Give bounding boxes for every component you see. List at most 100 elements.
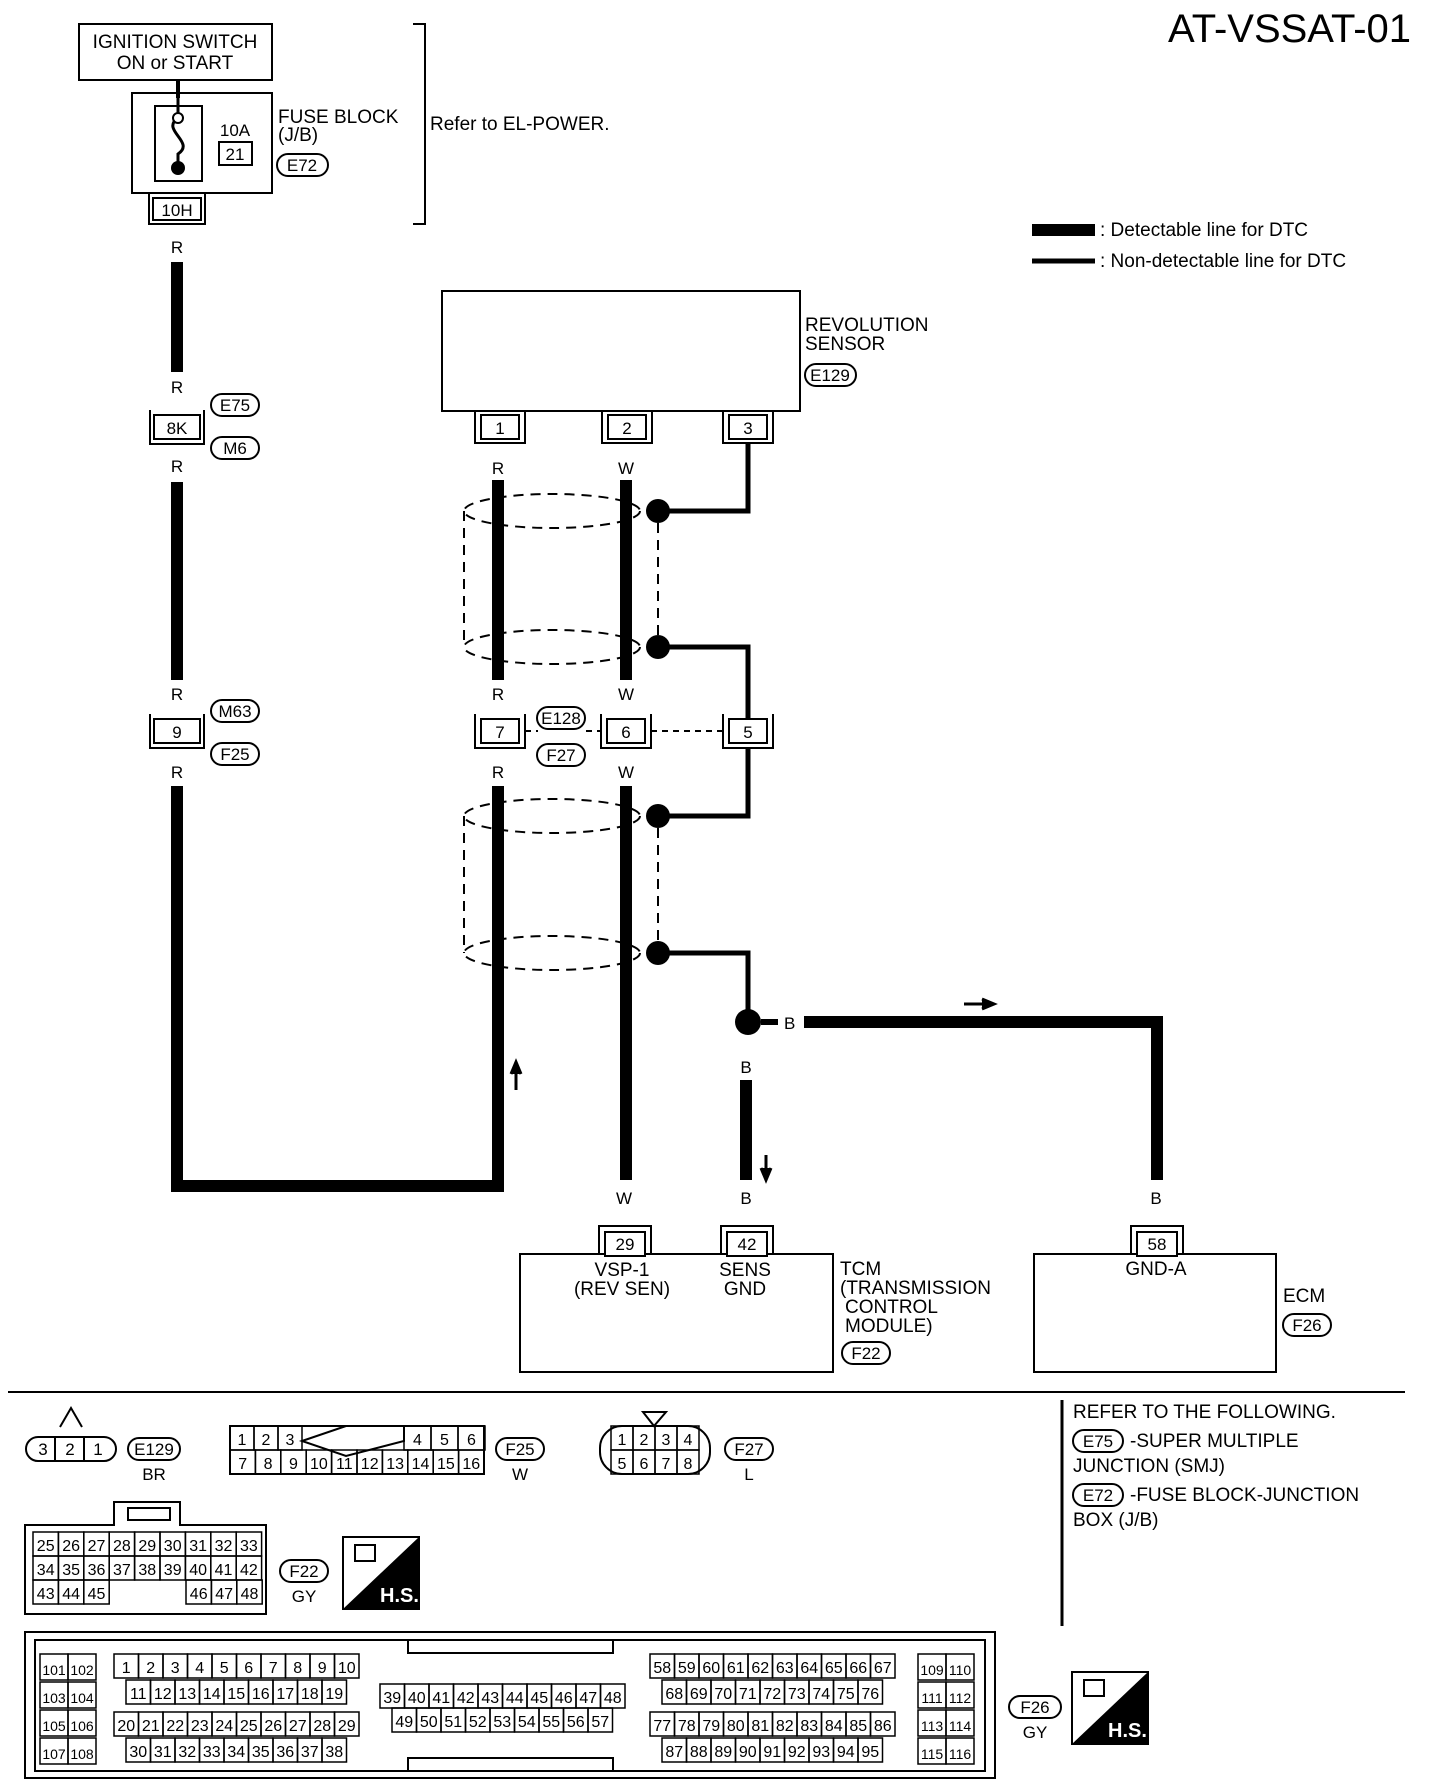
hs-badge: H.S. xyxy=(342,1536,420,1610)
junction-pin-7: 7 xyxy=(495,723,504,742)
connector-pin-label: 45 xyxy=(88,1586,106,1603)
connector-pin-label: 17 xyxy=(276,1686,294,1703)
fuse-block: 10A 21 FUSE BLOCK (J/B) E72 10H xyxy=(131,92,399,225)
fuse-block-jb: (J/B) xyxy=(278,125,318,146)
connector-pin-label: 25 xyxy=(240,1718,258,1735)
connector-pin-label: 44 xyxy=(506,1690,524,1707)
connector-pin-cell xyxy=(945,1681,975,1709)
connector-pin-label: 12 xyxy=(361,1456,379,1473)
connector-pin-label: 89 xyxy=(714,1744,732,1761)
sensor-pin-3: 3 xyxy=(743,419,752,438)
connector-pin-label: 103 xyxy=(42,1690,66,1706)
e129-pin-1: 1 xyxy=(93,1440,102,1459)
connector-pin-label: 109 xyxy=(920,1662,944,1678)
connector-pin-label: 42 xyxy=(240,1562,258,1579)
wire-color-r: R xyxy=(492,763,504,782)
hs-connector-icon xyxy=(354,1544,376,1562)
legend-detectable: : Detectable line for DTC xyxy=(1100,220,1308,241)
wire-color-r: R xyxy=(171,763,183,782)
connector-pin-label: 32 xyxy=(178,1744,196,1761)
e129-color: BR xyxy=(142,1465,166,1484)
connector-pin-label: 69 xyxy=(690,1686,708,1703)
connector-pin-label: 28 xyxy=(313,1718,331,1735)
ignition-switch: IGNITION SWITCH ON or START xyxy=(78,23,273,81)
conn-code-m6: M6 xyxy=(223,439,247,458)
connector-pin-label: 45 xyxy=(530,1690,548,1707)
connector-pin-label: 106 xyxy=(70,1718,94,1734)
ignition-line1: IGNITION SWITCH xyxy=(93,32,258,53)
tcm-pin-29: 29 xyxy=(616,1235,635,1254)
connector-pin-label: 25 xyxy=(37,1538,55,1555)
tcm-pin-42-sub: GND xyxy=(724,1279,766,1300)
connector-pin-label: 102 xyxy=(70,1662,94,1678)
connector-pin-label: 30 xyxy=(129,1744,147,1761)
connector-pin-label: 86 xyxy=(874,1718,892,1735)
connector-pin-label: 26 xyxy=(264,1718,282,1735)
connector-pin-label: 20 xyxy=(117,1718,135,1735)
rev-sensor-label1: REVOLUTION xyxy=(805,315,929,336)
connector-pin-cell xyxy=(67,1737,97,1765)
connector-pin-label: 94 xyxy=(837,1744,855,1761)
ecm-pin-58: 58 xyxy=(1148,1235,1167,1254)
connector-pin-label: 49 xyxy=(395,1714,413,1731)
wire-color-w: W xyxy=(618,459,634,478)
connector-pin-label: 1 xyxy=(618,1432,627,1449)
connector-pin-label: 90 xyxy=(739,1744,757,1761)
sensor-pin-2: 2 xyxy=(622,419,631,438)
connector-pin-label: 40 xyxy=(408,1690,426,1707)
f25-color: W xyxy=(512,1465,528,1484)
connector-pin-cell xyxy=(321,1737,348,1763)
wire-color-r: R xyxy=(171,238,183,257)
connector-pin-cell xyxy=(945,1653,975,1681)
connector-pin-label: 68 xyxy=(665,1686,683,1703)
wire-color-r: R xyxy=(171,378,183,397)
refer-note: REFER TO THE FOLLOWING. E75 -SUPER MULTI… xyxy=(1072,1402,1359,1531)
connector-pin-label: 41 xyxy=(215,1562,233,1579)
f22-color: GY xyxy=(292,1587,317,1606)
connector-pin-label: 81 xyxy=(751,1718,769,1735)
connector-pin-label: 67 xyxy=(874,1660,892,1677)
connector-pin-label: 28 xyxy=(113,1538,131,1555)
connector-pin-label: 114 xyxy=(949,1718,972,1734)
connector-pin-label: 8 xyxy=(293,1660,302,1677)
rev-sensor-label2: SENSOR xyxy=(805,334,885,355)
connector-pin-label: 4 xyxy=(195,1660,204,1677)
connector-pin-label: 5 xyxy=(220,1660,229,1677)
e129-pin-2: 2 xyxy=(65,1440,74,1459)
conn-code-m63: M63 xyxy=(218,702,251,721)
connector-pin-cell xyxy=(321,1679,348,1705)
connector-pin-label: 34 xyxy=(37,1562,55,1579)
connector-pin-label: 111 xyxy=(921,1690,942,1706)
connector-pin-label: 8 xyxy=(684,1456,693,1473)
wire-color-b: B xyxy=(784,1014,795,1033)
wire-color-r: R xyxy=(171,685,183,704)
connector-pin-label: 83 xyxy=(800,1718,818,1735)
connector-pin-label: 66 xyxy=(849,1660,867,1677)
fuse-block-label: FUSE BLOCK xyxy=(278,107,399,128)
connector-pin-label: 37 xyxy=(113,1562,131,1579)
connector-pin-label: 4 xyxy=(684,1432,693,1449)
connector-pin-label: 65 xyxy=(825,1660,843,1677)
connector-pin-label: 31 xyxy=(189,1538,207,1555)
connector-pin-label: 116 xyxy=(949,1746,972,1762)
connector-pin-label: 6 xyxy=(467,1432,476,1449)
connector-pin-label: 54 xyxy=(518,1714,536,1731)
connector-pin-label: 9 xyxy=(318,1660,327,1677)
tcm-label2: (TRANSMISSION xyxy=(840,1278,991,1299)
connector-pin-label: 27 xyxy=(88,1538,106,1555)
connector-pin-label: 2 xyxy=(146,1660,155,1677)
wire-color-w: W xyxy=(618,763,634,782)
connector-pin-label: 73 xyxy=(788,1686,806,1703)
connector-pin-label: 79 xyxy=(702,1718,720,1735)
connector-pin-label: 48 xyxy=(604,1690,622,1707)
connector-pin-label: 51 xyxy=(444,1714,462,1731)
connector-pin-label: 84 xyxy=(825,1718,843,1735)
e129-code: E129 xyxy=(134,1440,174,1459)
tcm-label4: MODULE) xyxy=(845,1316,933,1337)
connector-pin-label: 21 xyxy=(142,1718,160,1735)
connector-pin-label: 39 xyxy=(383,1690,401,1707)
connector-pin-label: 107 xyxy=(42,1746,66,1762)
